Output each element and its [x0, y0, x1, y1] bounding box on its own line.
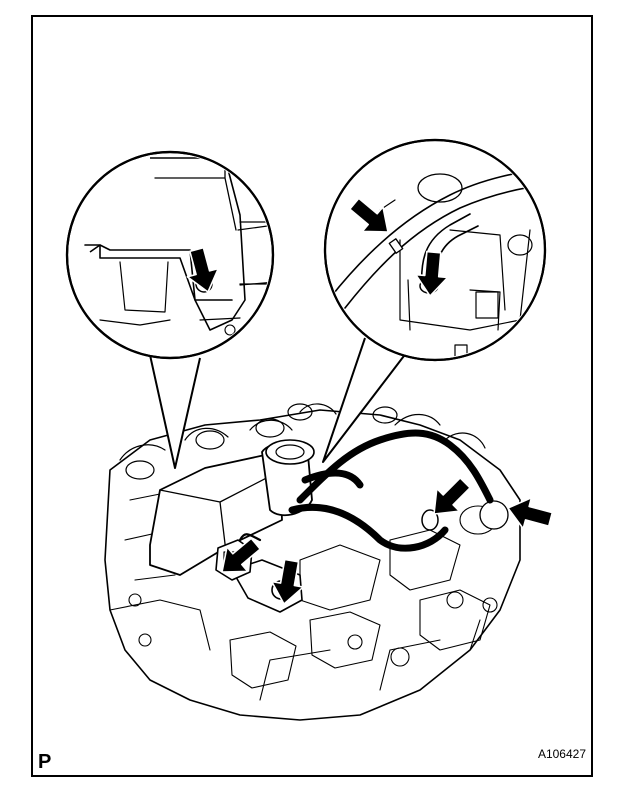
- corner-letter: P: [38, 751, 51, 773]
- vacuum-hoses: [288, 429, 494, 552]
- figure-code: A106427: [538, 747, 586, 761]
